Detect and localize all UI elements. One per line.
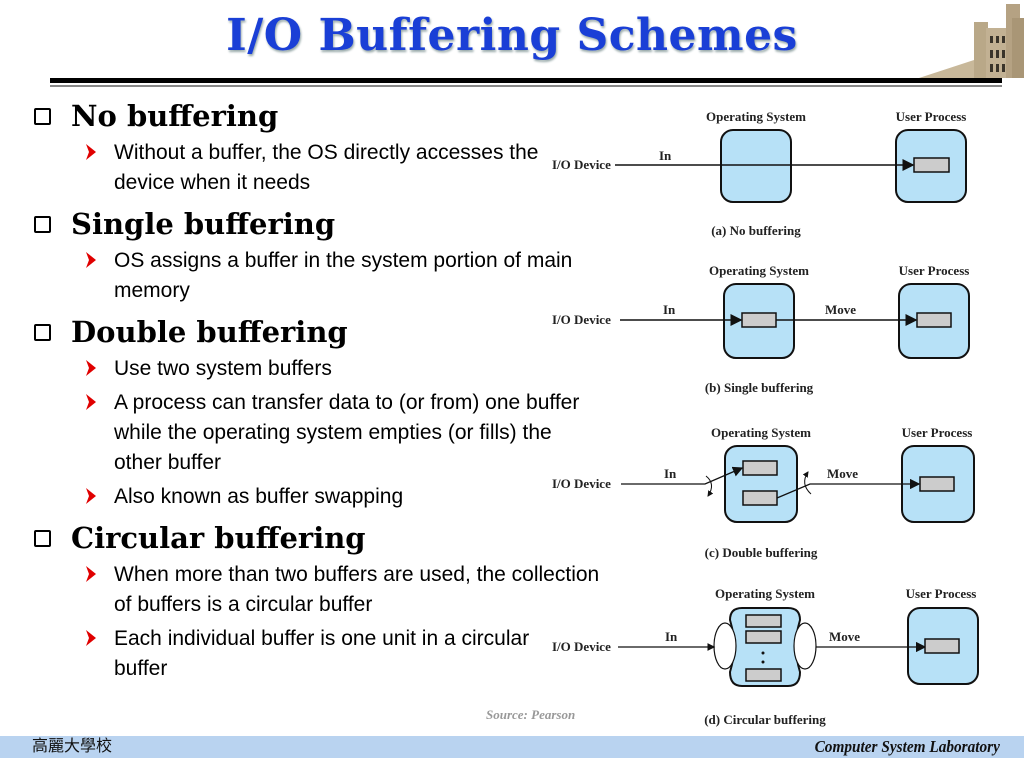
buffer [924,638,960,654]
io-device-label: I/O Device [552,157,611,172]
diagram-double-buffering: Operating System User Process I/O Device… [552,425,975,560]
bullet-item: Without a buffer, the OS directly access… [30,138,600,198]
university-name: 高麗大學校 [32,738,113,755]
diagram-no-buffering: Operating System User Process I/O Device… [552,109,967,238]
caption: (a) No buffering [711,223,801,238]
university-building-image [919,4,1024,78]
section-heading: No buffering [30,94,600,138]
bullet-item: Use two system buffers [30,354,600,384]
user-process-label: User Process [899,263,970,278]
bullet-item: Each individual buffer is one unit in a … [30,624,564,684]
caption: (b) Single buffering [705,380,814,395]
section-heading: Circular buffering [30,516,600,560]
section-heading: Single buffering [30,202,600,246]
bullet-content: No buffering Without a buffer, the OS di… [30,92,600,688]
in-label: In [665,629,678,644]
in-label: In [663,302,676,317]
checkbox-bullet-icon [34,107,51,125]
io-device-label: I/O Device [552,312,611,327]
caption: (c) Double buffering [705,545,818,560]
buffer [916,312,952,328]
in-label: In [664,466,677,481]
bullet-text: Use two system buffers [114,357,332,380]
in-label: In [659,148,672,163]
diagram-single-buffering: Operating System User Process I/O Device… [552,263,970,395]
chevron-right-icon [86,360,96,376]
heading-text: Circular buffering [71,521,366,555]
bullet-text: Each individual buffer is one unit in a … [114,627,530,680]
bullet-item: OS assigns a buffer in the system portio… [30,246,600,306]
io-device-label: I/O Device [552,639,611,654]
os-box [720,129,792,203]
buffer [741,312,777,328]
section-heading: Double buffering [30,310,600,354]
chevron-right-icon [86,144,96,160]
checkbox-bullet-icon [34,215,51,233]
os-label: Operating System [711,425,811,440]
buffer [745,614,782,628]
os-label: Operating System [706,109,806,124]
bullet-item: When more than two buffers are used, the… [30,560,600,620]
title-rule [50,78,1002,83]
chevron-right-icon [86,488,96,504]
bullet-text: Also known as buffer swapping [114,485,404,508]
bullet-item: A process can transfer data to (or from)… [30,388,594,478]
user-process-label: User Process [896,109,967,124]
io-device-label: I/O Device [552,476,611,491]
chevron-right-icon [86,630,96,646]
heading-text: Single buffering [71,207,336,241]
caption: (d) Circular buffering [704,712,826,727]
lab-name: Computer System Laboratory [814,737,1000,756]
bullet-text: OS assigns a buffer in the system portio… [114,249,573,302]
diagram-svg: Operating System User Process I/O Device… [552,109,979,727]
source-credit: Source: Pearson [486,707,576,722]
user-process-label: User Process [906,586,977,601]
slide-title: I/O Buffering Schemes [226,10,798,61]
diagram-circular-buffering: Operating System User Process I/O Device… [552,586,979,727]
heading-text: No buffering [71,99,279,133]
checkbox-bullet-icon [34,529,51,547]
buffer [742,460,778,476]
title-rule-shadow [50,85,1002,87]
os-box [724,445,798,523]
bullet-text: Without a buffer, the OS directly access… [114,141,539,194]
buffer [745,668,782,682]
buffer [919,476,955,492]
chevron-right-icon [86,394,96,410]
move-label: Move [827,466,858,481]
buffer [742,490,778,506]
user-process-label: User Process [902,425,973,440]
os-label: Operating System [715,586,815,601]
checkbox-bullet-icon [34,323,51,341]
chevron-right-icon [86,252,96,268]
footer-band [0,736,1024,758]
buffer [913,157,950,173]
chevron-right-icon [86,566,96,582]
bullet-text: When more than two buffers are used, the… [114,563,600,616]
move-label: Move [829,629,860,644]
heading-text: Double buffering [71,315,348,349]
buffering-diagrams: Operating System User Process I/O Device… [530,100,1024,745]
move-label: Move [825,302,856,317]
os-label: Operating System [709,263,809,278]
bullet-text: A process can transfer data to (or from)… [114,391,580,474]
buffer [745,630,782,644]
bullet-item: Also known as buffer swapping [30,482,600,512]
